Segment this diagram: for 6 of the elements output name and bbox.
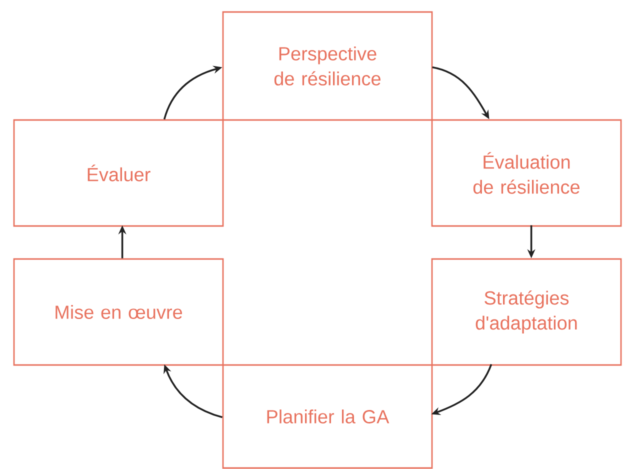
process-box: Stratégies d'adaptation [431, 258, 622, 366]
process-box: Mise en œuvre [13, 258, 224, 366]
process-box: Évaluation de résilience [431, 119, 622, 227]
process-box: Évaluer [13, 119, 224, 227]
process-box: Perspective de résilience [222, 11, 433, 121]
process-box: Planifier la GA [222, 364, 433, 469]
